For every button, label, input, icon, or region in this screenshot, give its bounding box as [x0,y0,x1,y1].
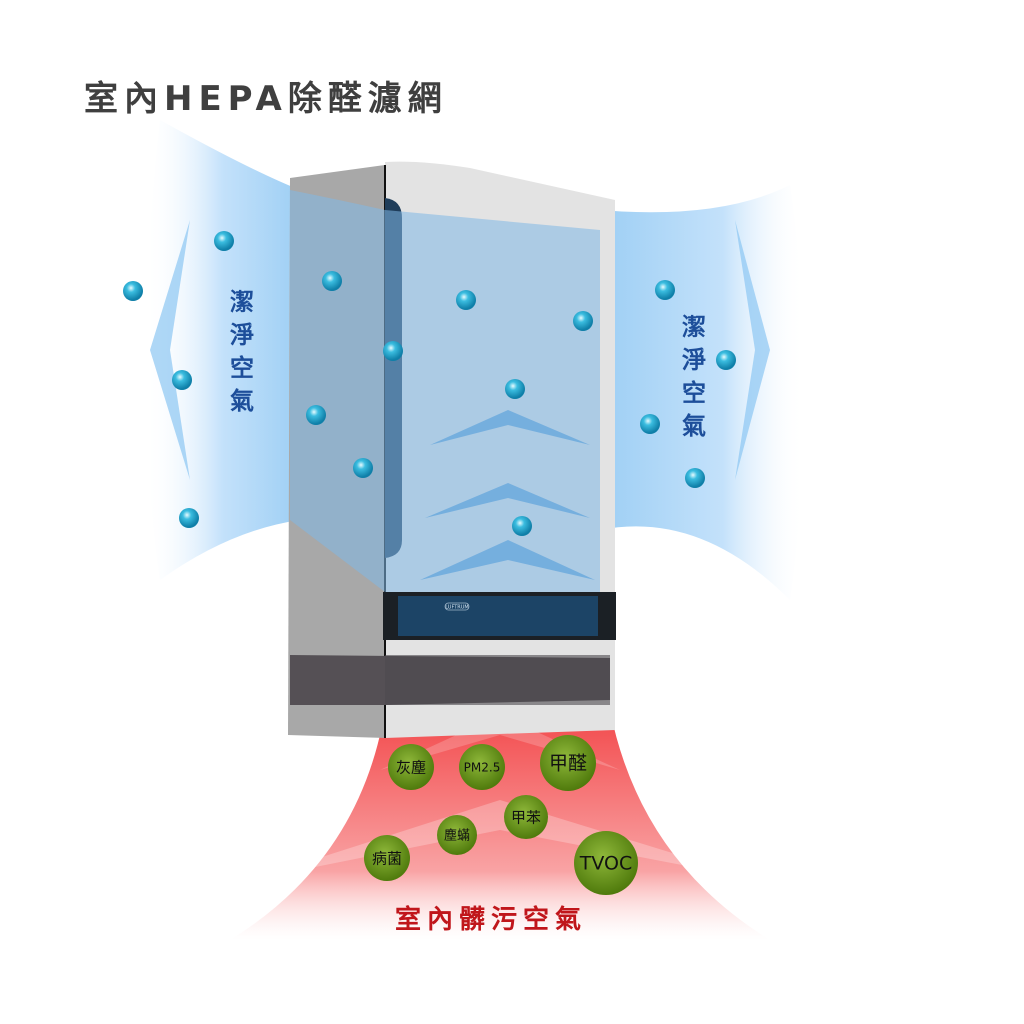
clean-particle [123,281,143,301]
svg-text:甲醛: 甲醛 [549,753,587,775]
svg-text:灰塵: 灰塵 [396,759,426,777]
pollutant-pm25: PM2.5 [459,744,505,790]
pollutant-formaldehyde: 甲醛 [540,735,596,791]
airflow-chevron [735,220,770,480]
svg-text:淨: 淨 [682,346,706,374]
clean-air-label-right: 潔 淨 空 氣 [682,313,706,440]
dirty-air-flow [230,710,770,940]
clean-particle [322,271,342,291]
svg-text:病菌: 病菌 [372,850,402,868]
brand-label: LUFTRUM [445,605,469,611]
dirty-air-label: 室內髒污空氣 [395,904,587,935]
clean-air-flow-right [600,185,805,600]
airflow-chevron [420,540,595,580]
purifier-display-strip [398,596,598,636]
svg-text:甲苯: 甲苯 [511,809,541,827]
svg-text:氣: 氣 [682,412,706,440]
pollutant-toluene: 甲苯 [504,795,548,839]
clean-particle [685,468,705,488]
svg-text:塵蟎: 塵蟎 [444,829,470,844]
pollutant-dust: 灰塵 [388,744,434,790]
airflow-chevron [430,410,590,445]
clean-air-flow-left [145,120,300,580]
clean-particle [179,508,199,528]
clean-particle [716,350,736,370]
svg-text:淨: 淨 [230,321,254,349]
svg-text:潔: 潔 [230,288,254,316]
svg-text:TVOC: TVOC [579,853,633,875]
clean-particle [456,290,476,310]
clean-air-label-left: 潔 淨 空 氣 [230,288,254,415]
svg-text:氣: 氣 [230,387,254,415]
clean-particle [655,280,675,300]
airflow-chevron [150,220,190,480]
clean-particle [172,370,192,390]
svg-text:PM2.5: PM2.5 [464,761,501,775]
clean-particle [512,516,532,536]
clean-particle [306,405,326,425]
pollutant-tvoc: TVOC [574,831,638,895]
pollutant-dust-mites: 塵蟎 [437,815,477,855]
brand-badge [444,602,470,611]
page-title: 室內HEPA除醛濾網 [84,79,448,119]
clean-particle [383,341,403,361]
clean-particle [573,311,593,331]
airflow-chevron [425,483,590,518]
filter-bar-shade [385,655,610,705]
svg-text:空: 空 [682,379,706,407]
pollutant-bacteria: 病菌 [364,835,410,881]
svg-text:潔: 潔 [682,313,706,341]
clean-air-particles [123,231,736,536]
clean-air-overlay [290,190,600,592]
clean-particle [353,458,373,478]
clean-particle [505,379,525,399]
clean-particle [214,231,234,251]
svg-text:空: 空 [230,354,254,382]
clean-particle [640,414,660,434]
